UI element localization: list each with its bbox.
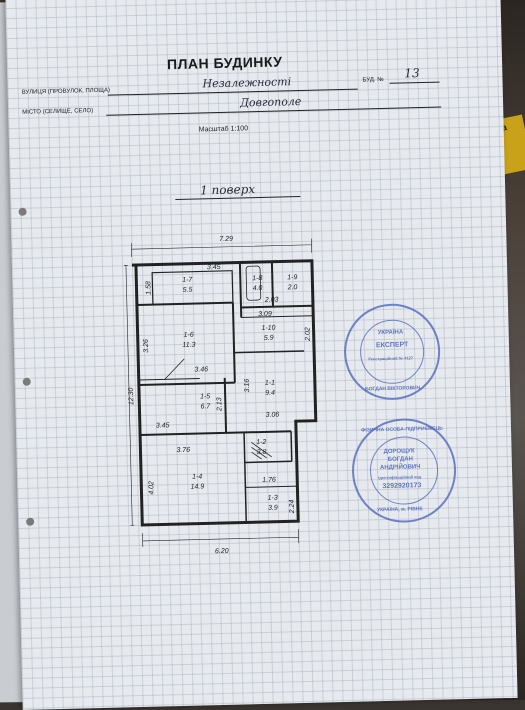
room-1-2-area: 3.8 xyxy=(257,449,267,456)
room-1-9-id: 1-9 xyxy=(287,274,297,281)
scale-label: Масштаб 1:100 xyxy=(198,125,249,134)
room-1-4-area: 14.9 xyxy=(190,483,204,490)
house-number-label: БУД. № xyxy=(362,76,384,84)
room-1-10-area: 5.9 xyxy=(264,335,274,342)
room-1-8-id: 1-8 xyxy=(252,275,262,282)
fop-stamp-name1: ДОРОЩУК xyxy=(383,448,415,456)
floor-label: 1 поверх xyxy=(199,182,256,198)
room-1-5-id: 1-5 xyxy=(200,393,210,400)
dim-176: 1.76 xyxy=(262,477,276,484)
city-label: МІСТО (СЕЛИЩЕ, СЕЛО) xyxy=(22,108,94,116)
room-1-8-area: 4.0 xyxy=(253,285,263,292)
dim-345: 3.45 xyxy=(207,264,221,271)
room-1-10-id: 1-10 xyxy=(261,325,275,332)
dim-306: 3.06 xyxy=(266,412,280,419)
house-number-underline xyxy=(389,81,440,84)
dim-346: 3.46 xyxy=(194,366,208,373)
street-label: ВУЛИЦЯ (ПРОВУЛОК, ПЛОЩА) xyxy=(21,87,111,96)
page-title: ПЛАН БУДИНКУ xyxy=(166,53,283,73)
dim-326: 3.26 xyxy=(143,339,150,353)
dim-224: 2.24 xyxy=(289,499,296,514)
punch-hole xyxy=(22,377,31,386)
room-1-6-id: 1-6 xyxy=(184,332,194,339)
expert-stamp: УКРАЇНА ЕКСПЕРТ Реєстраційний № 4127 БОГ… xyxy=(342,302,442,401)
expert-stamp-name: БОГДАН ВІКТОРОВИЧ xyxy=(364,385,421,393)
dim-376: 3.76 xyxy=(176,447,190,454)
house-number-value: 13 xyxy=(404,66,420,81)
dim-345b: 3.45 xyxy=(156,422,170,429)
expert-stamp-country: УКРАЇНА xyxy=(377,329,404,337)
document-sheet: ПЛАН БУДИНКУ ВУЛИЦЯ (ПРОВУЛОК, ПЛОЩА) Не… xyxy=(5,0,518,710)
dim-158: 1.58 xyxy=(145,281,152,295)
floor-plan: 7.29 6.20 12.30 3.45 1.58 2.03 3.09 3.26… xyxy=(123,236,318,555)
city-value: Довгополе xyxy=(239,94,302,110)
fop-stamp-name3: АНДРІЙОВИЧ xyxy=(379,464,421,472)
fop-stamp-code: 3292920173 xyxy=(382,482,422,491)
dim-402: 4.02 xyxy=(148,481,155,495)
fop-stamp-code-label: Ідентифікаційний код xyxy=(378,474,422,481)
dim-213: 2.13 xyxy=(216,397,223,412)
room-1-7-area: 5.5 xyxy=(183,287,193,294)
room-1-2-id: 1-2 xyxy=(256,439,266,446)
punch-hole xyxy=(26,517,35,526)
dim-316: 3.16 xyxy=(244,379,251,393)
fop-stamp-city: УКРАЇНА, м. РІВНЕ xyxy=(376,506,423,514)
fop-stamp: ФІЗИЧНА ОСОБА-ПІДПРИЄМЕЦЬ ДОРОЩУК БОГДАН… xyxy=(350,417,458,524)
street-value: Незалежності xyxy=(202,75,292,91)
expert-stamp-org: ЕКСПЕРТ xyxy=(375,341,409,350)
floor-underline xyxy=(175,196,301,201)
dim-left-height: 12.30 xyxy=(128,387,135,405)
room-1-1-id: 1-1 xyxy=(265,380,275,387)
dim-309: 3.09 xyxy=(258,311,272,318)
dim-203: 2.03 xyxy=(264,297,279,304)
room-1-7-id: 1-7 xyxy=(182,277,193,284)
dim-bottom-width: 6.20 xyxy=(215,548,229,555)
dim-202: 2.02 xyxy=(305,327,312,342)
room-1-4-id: 1-4 xyxy=(192,473,202,480)
room-1-3-id: 1-3 xyxy=(268,495,278,502)
room-1-9-area: 2.0 xyxy=(287,284,298,291)
fop-stamp-name2: БОГДАН xyxy=(387,456,414,463)
room-1-1-area: 9.4 xyxy=(265,390,275,397)
fop-stamp-top: ФІЗИЧНА ОСОБА-ПІДПРИЄМЕЦЬ xyxy=(360,425,443,434)
room-1-3-area: 3.9 xyxy=(268,505,278,512)
punch-hole xyxy=(18,207,27,216)
room-1-6-area: 11.3 xyxy=(182,342,195,349)
dim-top-width: 7.29 xyxy=(219,236,233,243)
room-1-5-area: 6.7 xyxy=(200,403,211,410)
